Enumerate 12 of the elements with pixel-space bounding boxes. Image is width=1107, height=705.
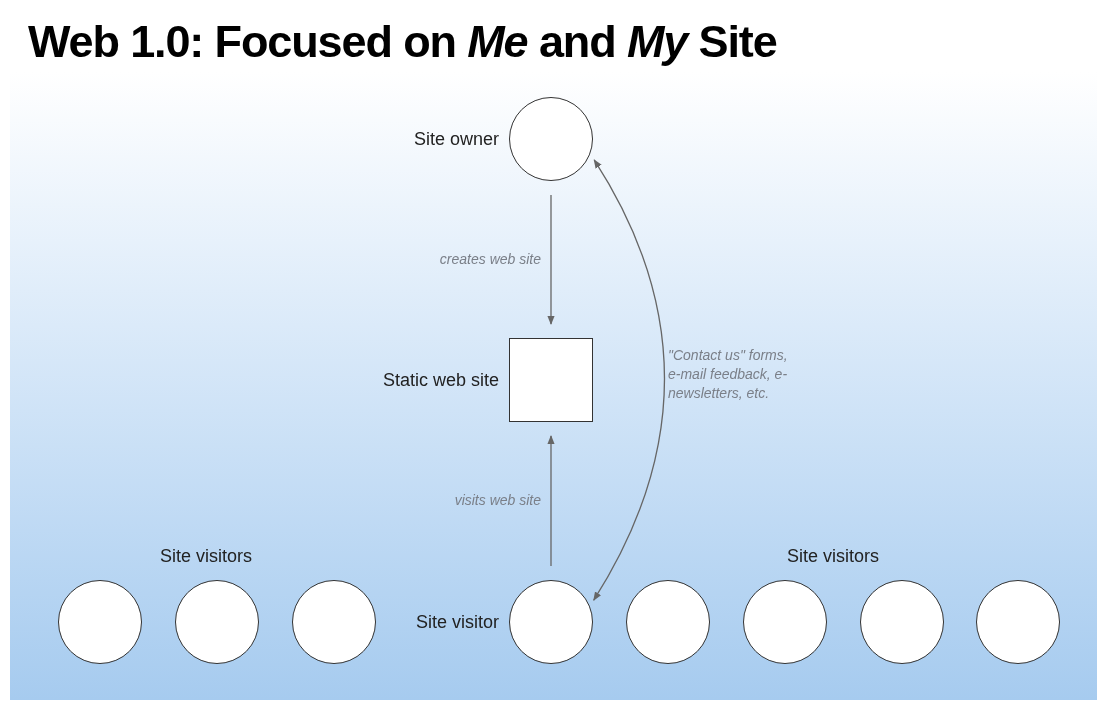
group-label: Site visitors	[160, 545, 253, 568]
node-label: Site owner	[413, 127, 499, 151]
arrow	[547, 435, 555, 567]
arrow	[547, 194, 555, 325]
edge-label: visits web site	[453, 491, 541, 510]
arrow	[593, 159, 666, 601]
node-label: Site visitor	[415, 610, 499, 634]
group-label: Site visitors	[787, 545, 880, 568]
edge-label: creates web site	[438, 249, 541, 269]
title: Web 1.0: Focused on Me and My Site	[28, 15, 777, 69]
node-label: Static web site	[382, 368, 499, 392]
edge-label: "Contact us" forms, e-mail feedback, e-newsletters, etc.	[668, 346, 788, 403]
